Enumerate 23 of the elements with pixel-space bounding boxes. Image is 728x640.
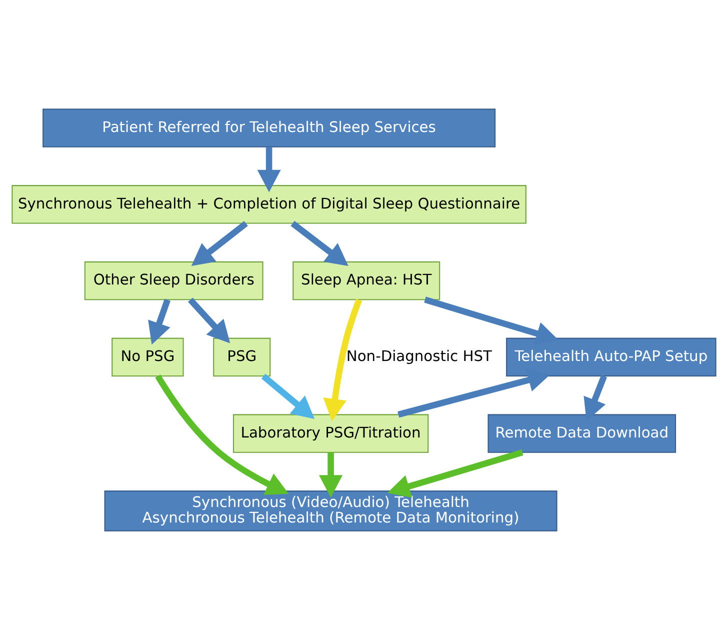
node-box: No PSG: [112, 338, 184, 376]
node-box: PSG: [213, 338, 271, 376]
arrow: [290, 220, 348, 266]
arrow: [323, 298, 362, 422]
arrow: [257, 147, 281, 192]
node-box: Synchronous (Video/Audio) Telehealth Asynchronous Telehealth (Remote Data Monitoring): [104, 490, 558, 532]
node-box: Sleep Apnea: HST: [292, 261, 440, 300]
arrow: [398, 368, 551, 418]
arrow: [319, 452, 343, 498]
node-box: Laboratory PSG/Titration: [232, 414, 429, 453]
node-box: Telehealth Auto-PAP Setup: [506, 338, 716, 376]
node-box: Remote Data Download: [488, 414, 676, 453]
arrow: [188, 298, 230, 344]
arrow: [148, 298, 170, 345]
arrow: [584, 375, 607, 421]
arrow: [261, 374, 315, 419]
node-box: Other Sleep Disorders: [84, 261, 264, 300]
arrow: [155, 374, 289, 495]
arrow: [191, 220, 248, 266]
arrow: [387, 449, 524, 498]
edge-label: Non-Diagnostic HST: [346, 348, 492, 366]
node-box: Synchronous Telehealth + Completion of Digital Sleep Questionnaire: [12, 185, 526, 224]
node-box: Patient Referred for Telehealth Sleep Services: [42, 108, 496, 148]
